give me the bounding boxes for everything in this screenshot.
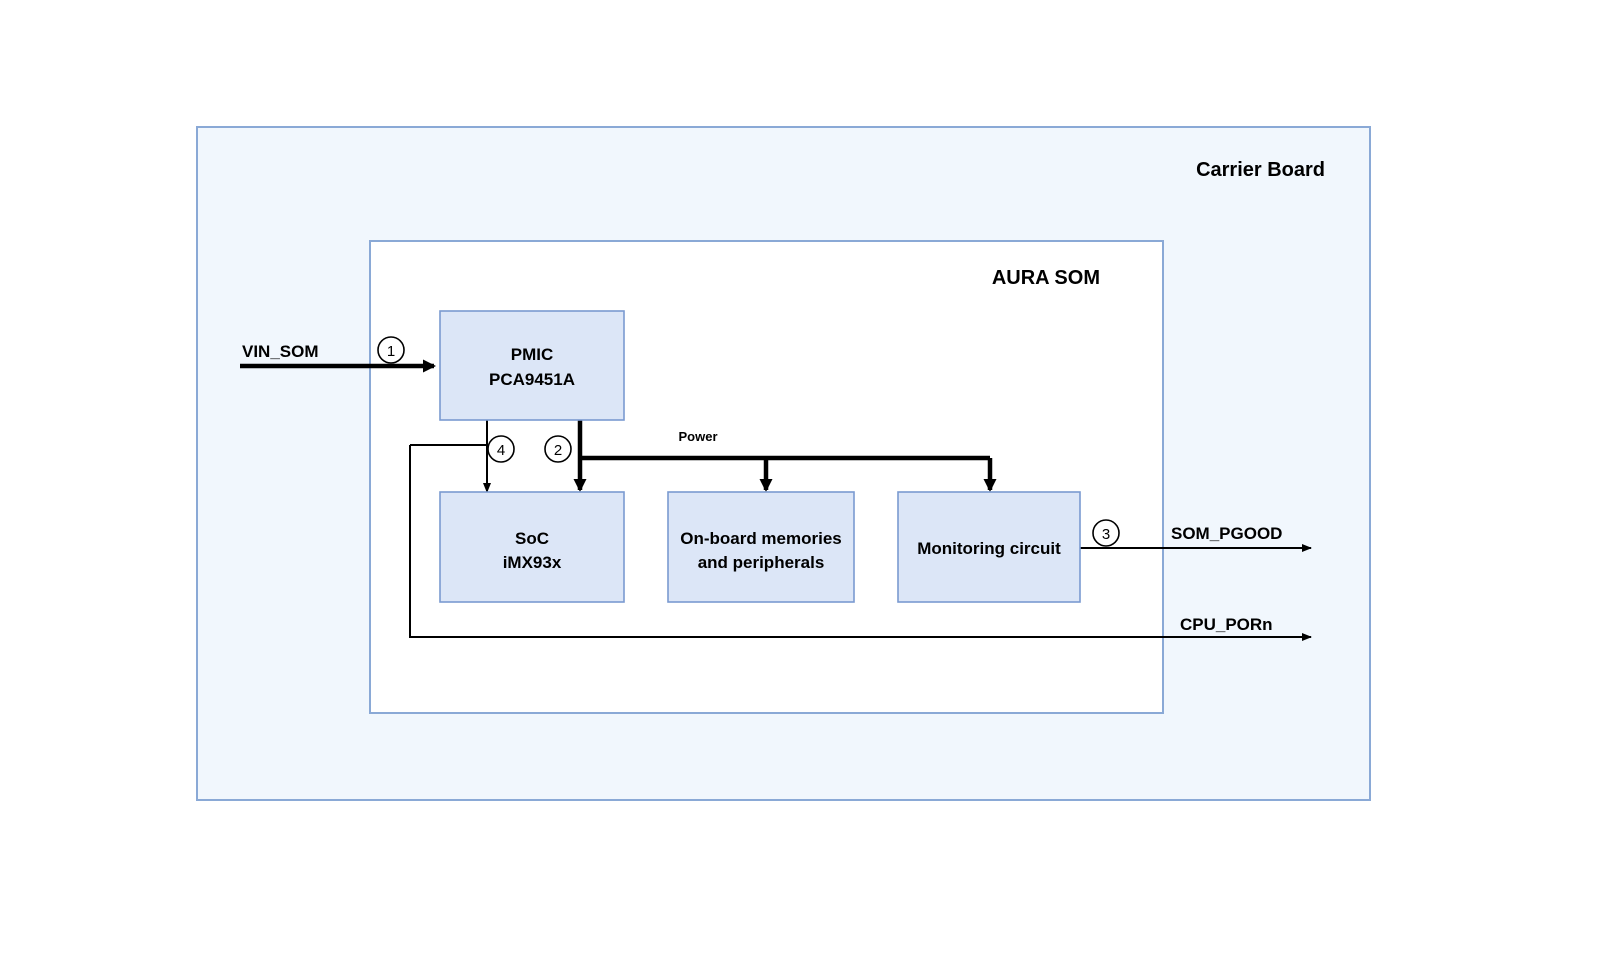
signal-cpu-porn-label: CPU_PORn [1180, 615, 1273, 634]
block-pmic-line1: PMIC [511, 345, 554, 364]
marker-2: 2 [544, 435, 572, 463]
marker-1-label: 1 [387, 343, 395, 360]
block-soc-line1: SoC [515, 529, 549, 548]
block-pmic-line2: PCA9451A [489, 370, 575, 389]
marker-3: 3 [1092, 519, 1120, 547]
block-memories[interactable] [667, 491, 855, 603]
marker-4: 4 [487, 435, 515, 463]
block-memories-line1: On-board memories [680, 529, 842, 548]
block-soc-line2: iMX93x [503, 553, 562, 572]
marker-2-label: 2 [554, 442, 562, 459]
marker-3-circle [1092, 519, 1120, 547]
marker-1-circle [377, 336, 405, 364]
block-memories-line2: and peripherals [698, 553, 825, 572]
block-pmic[interactable] [439, 310, 625, 421]
block-monitoring-line1: Monitoring circuit [917, 539, 1061, 558]
aura-som-label: AURA SOM [992, 267, 1100, 289]
block-soc[interactable] [439, 491, 625, 603]
signal-som-pgood-label: SOM_PGOOD [1171, 524, 1282, 543]
signal-vin-som-label: VIN_SOM [242, 342, 319, 361]
marker-3-label: 3 [1102, 526, 1110, 543]
wire-cpu-porn [409, 445, 1312, 641]
marker-4-circle [487, 435, 515, 463]
block-monitoring[interactable] [897, 491, 1081, 603]
marker-1: 1 [377, 336, 405, 364]
marker-2-circle [544, 435, 572, 463]
carrier-board-label: Carrier Board [1196, 159, 1325, 181]
power-bus-label: Power [678, 429, 717, 444]
marker-4-label: 4 [497, 442, 505, 459]
